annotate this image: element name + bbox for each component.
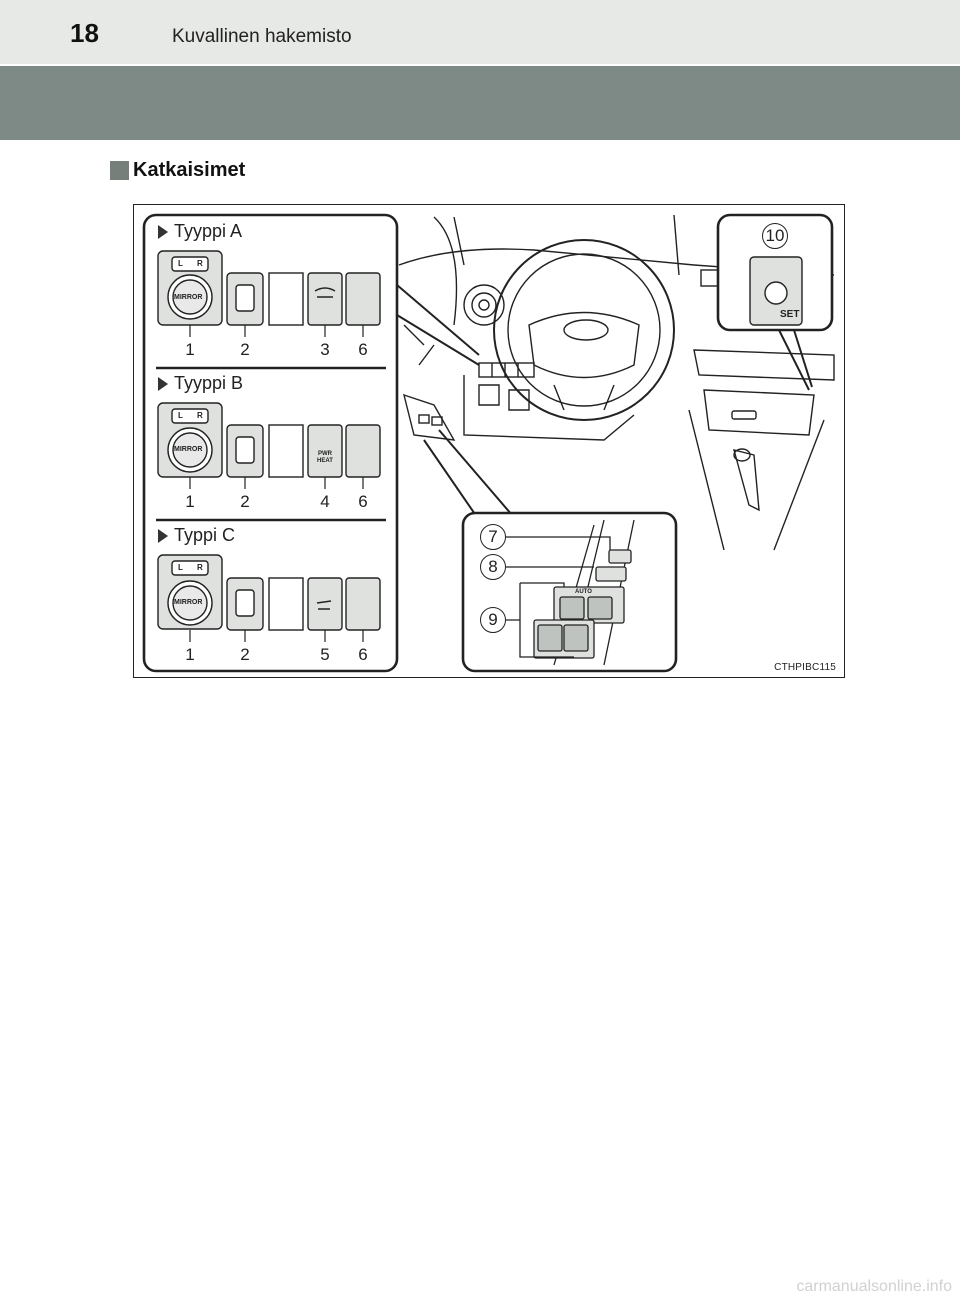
callout-9: 9	[480, 607, 506, 633]
callout-2: 2	[240, 645, 250, 664]
heat-label: HEAT	[317, 458, 333, 464]
callout-1: 1	[185, 645, 195, 664]
callout-7: 7	[480, 524, 506, 550]
watermark: carmanualsonline.info	[796, 1278, 952, 1295]
mirror-label: MIRROR	[174, 294, 203, 301]
mirror-right-label: R	[197, 259, 203, 268]
type-a-switches	[157, 250, 381, 326]
callout-4: 4	[320, 492, 330, 511]
type-c-label: Typpi C	[158, 525, 235, 546]
triangle-bullet-icon	[158, 528, 168, 543]
callout-8: 8	[480, 554, 506, 580]
type-b-switches	[157, 402, 381, 478]
figure-code: CTHPIBC115	[774, 662, 836, 673]
triangle-bullet-icon	[158, 224, 168, 239]
callout-1: 1	[185, 340, 195, 359]
mirror-right-label: R	[197, 411, 203, 420]
callout-6: 6	[358, 340, 368, 359]
page-number: 18	[70, 18, 99, 48]
type-b-label: Tyyppi B	[158, 373, 243, 394]
mirror-label: MIRROR	[174, 599, 203, 606]
mirror-left-label: L	[178, 259, 183, 268]
callout-3: 3	[320, 340, 330, 359]
section-heading: Katkaisimet	[110, 157, 245, 183]
auto-label: AUTO	[575, 589, 592, 595]
triangle-bullet-icon	[158, 376, 168, 391]
callout-6: 6	[358, 492, 368, 511]
mirror-left-label: L	[178, 563, 183, 572]
mirror-right-label: R	[197, 563, 203, 572]
dashboard-drawing	[142, 213, 835, 673]
callout-5: 5	[320, 645, 330, 664]
callout-10: 10	[762, 223, 788, 249]
type-a-label: Tyyppi A	[158, 221, 242, 242]
page-title: Kuvallinen hakemisto	[172, 26, 352, 47]
mirror-label: MIRROR	[174, 446, 203, 453]
switches-illustration: Tyyppi A Tyyppi B Typpi C L R MIRROR L R…	[133, 204, 845, 678]
section-title: Katkaisimet	[133, 158, 246, 181]
header-bar	[0, 0, 960, 64]
callout-6: 6	[358, 645, 368, 664]
pwr-label: PWR	[318, 451, 332, 457]
header-band	[0, 66, 960, 140]
mirror-left-label: L	[178, 411, 183, 420]
callout-1: 1	[185, 492, 195, 511]
callout-2: 2	[240, 340, 250, 359]
square-bullet-icon	[110, 160, 129, 180]
set-label: SET	[780, 309, 800, 320]
callout-2: 2	[240, 492, 250, 511]
